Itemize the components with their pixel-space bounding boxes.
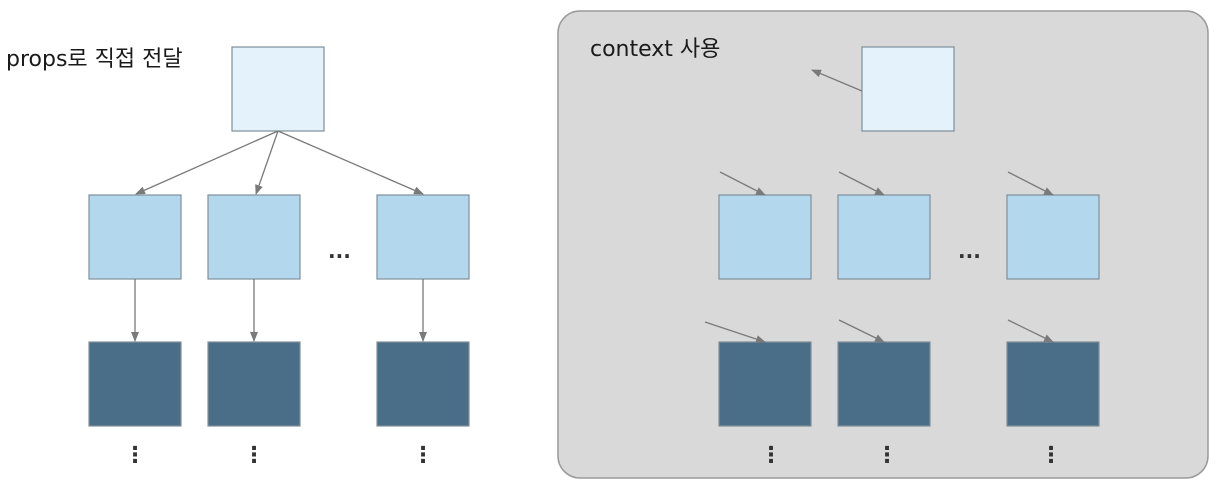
context-children-ellipsis: ... — [958, 239, 981, 263]
context-provider-box — [861, 46, 955, 132]
context-more-3: ⋮ — [1040, 443, 1062, 468]
context-more-2: ⋮ — [876, 443, 898, 468]
context-arrow-leaf-2 — [838, 319, 885, 343]
context-arrow-leaf-1 — [704, 321, 766, 343]
props-more-3: ⋮ — [412, 443, 434, 468]
props-child-box-1 — [88, 194, 182, 280]
context-provider-arrow — [811, 69, 863, 92]
context-title: context 사용 — [590, 37, 720, 62]
props-leaf-box-1 — [88, 341, 182, 427]
context-child-box-2 — [837, 194, 931, 280]
context-arrow-child-2 — [838, 171, 885, 196]
props-arrow-root-to-child-3 — [277, 130, 424, 195]
context-diagram: context 사용 ... ⋮ ⋮ ⋮ — [557, 10, 1209, 479]
props-child-box-3 — [376, 194, 470, 280]
props-leaf-box-2 — [207, 341, 301, 427]
context-leaf-box-1 — [718, 341, 812, 427]
context-child-box-1 — [718, 194, 812, 280]
context-more-1: ⋮ — [760, 443, 782, 468]
props-child-box-2 — [207, 194, 301, 280]
props-leaf-box-3 — [376, 341, 470, 427]
context-leaf-box-3 — [1006, 341, 1100, 427]
context-child-box-3 — [1006, 194, 1100, 280]
props-title: props로 직접 전달 — [6, 47, 183, 72]
props-arrow-root-to-child-1 — [135, 130, 279, 195]
context-arrow-child-1 — [719, 171, 766, 196]
props-root-box — [231, 46, 325, 132]
props-more-1: ⋮ — [124, 443, 146, 468]
props-children-ellipsis: ... — [328, 239, 351, 263]
context-arrow-child-3 — [1007, 171, 1054, 196]
props-arrow-root-to-child-2 — [255, 130, 279, 195]
props-diagram: props로 직접 전달 ... ⋮ ⋮ ⋮ — [6, 46, 470, 468]
context-arrow-leaf-3 — [1007, 319, 1054, 343]
props-more-2: ⋮ — [243, 443, 265, 468]
context-leaf-box-2 — [837, 341, 931, 427]
